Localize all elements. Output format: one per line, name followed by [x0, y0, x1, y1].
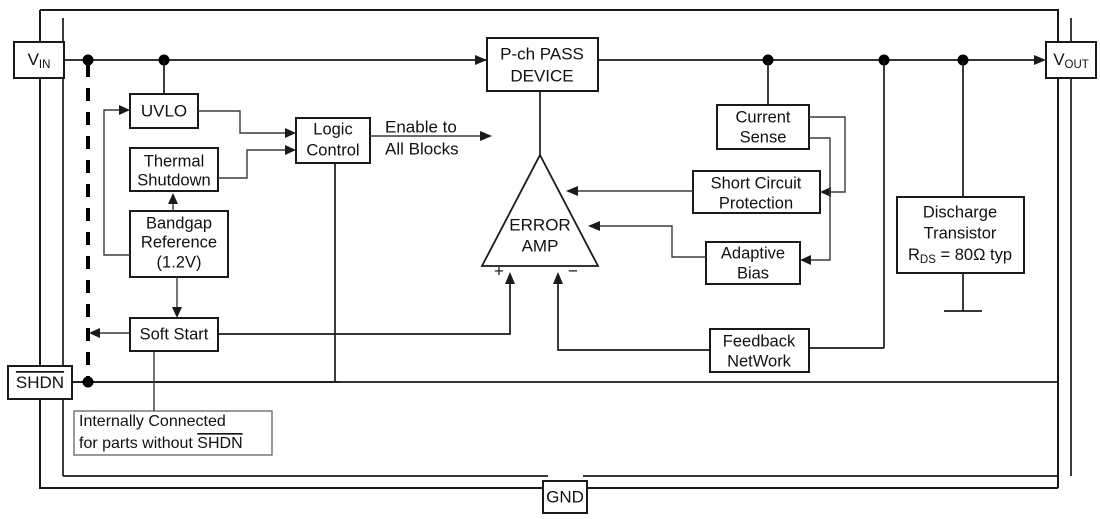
thermal-to-logic-arrowhead	[285, 145, 296, 155]
note-line-1: Internally Connected	[79, 413, 226, 430]
adaptive-to-erroramp-arrowhead	[588, 221, 600, 231]
block-label-current-2: Sense	[740, 128, 787, 146]
node-dot-shdn	[82, 376, 94, 388]
block-label-adaptive-1: Adaptive	[721, 244, 785, 262]
block-label-feedback-1: Feedback	[723, 332, 796, 350]
block-logic-control[interactable]	[295, 117, 371, 164]
erroramp-minus-arrowhead	[553, 272, 563, 284]
pin-label-gnd: GND	[546, 487, 584, 506]
enable-label-1: Enable to	[385, 117, 457, 136]
block-label-adaptive-2: Bias	[737, 264, 769, 282]
block-label-erroramp-1: ERROR	[509, 215, 570, 234]
uvlo-to-logic-arrowhead	[285, 128, 296, 138]
block-label-soft-start: Soft Start	[140, 325, 209, 343]
block-label-feedback-2: NetWork	[727, 352, 792, 370]
pin-label-shdn: SHDN	[16, 373, 64, 392]
currentsense-to-adaptive-wire	[808, 137, 831, 261]
block-label-logic-2: Control	[306, 141, 359, 159]
block-label-pass-1: P-ch PASS	[500, 44, 584, 63]
block-pass-device[interactable]	[486, 37, 599, 92]
block-label-discharge-2: Transistor	[924, 224, 997, 242]
bandgap-to-thermal-arrowhead	[168, 193, 178, 204]
node-dot-vin	[82, 54, 94, 66]
softstart-to-erroramp-wire	[218, 280, 511, 335]
pin-label-vout: VOUT	[1053, 50, 1089, 71]
block-label-bandgap-3: (1.2V)	[157, 253, 202, 271]
block-label-erroramp-2: AMP	[522, 236, 559, 255]
shortcircuit-arrowhead	[820, 187, 831, 197]
enable-label-2: All Blocks	[385, 139, 459, 158]
erroramp-plus-arrowhead	[505, 272, 515, 284]
feedback-to-erroramp-wire	[557, 280, 710, 351]
block-bandgap-reference[interactable]	[129, 210, 229, 278]
block-label-thermal-1: Thermal	[144, 152, 205, 170]
block-label-discharge-1: Discharge	[923, 203, 997, 221]
block-error-amp[interactable]	[480, 153, 600, 267]
block-label-pass-2: DEVICE	[510, 66, 573, 85]
block-label-bandgap-2: Reference	[141, 233, 217, 251]
adaptive-to-erroramp-wire	[598, 225, 706, 258]
block-label-thermal-2: Shutdown	[137, 171, 210, 189]
enable-arrowhead	[480, 131, 492, 141]
block-label-discharge-3: RDS = 80Ω typ	[908, 246, 1012, 266]
erroramp-minus-sign: −	[568, 261, 578, 280]
adaptive-arrowhead	[800, 255, 811, 265]
block-label-bandgap-1: Bandgap	[146, 214, 212, 232]
block-thermal-shutdown[interactable]	[129, 147, 219, 192]
bandgap-to-softstart-arrowhead	[172, 307, 182, 318]
pin-box-shdn[interactable]	[7, 365, 73, 400]
block-label-uvlo: UVLO	[141, 101, 187, 120]
bandgap-to-uvlo-arrowhead	[119, 105, 130, 115]
uvlo-to-logic-wire	[198, 110, 288, 134]
chip-border-left-bottom	[39, 10, 1058, 489]
bandgap-to-uvlo-wire	[103, 109, 130, 256]
block-label-current-1: Current	[735, 108, 790, 126]
pin-box-vout[interactable]	[1045, 41, 1097, 79]
block-current-sense[interactable]	[716, 104, 810, 150]
note-leader-arrowhead	[89, 328, 100, 338]
note-line-2: for parts without SHDN	[79, 435, 243, 452]
pin-box-gnd[interactable]	[542, 480, 588, 514]
chip-border-top	[40, 9, 1059, 488]
block-discharge-transistor[interactable]	[896, 196, 1025, 274]
block-soft-start[interactable]	[129, 317, 219, 352]
block-feedback-network[interactable]	[709, 328, 810, 373]
block-label-logic-1: Logic	[313, 120, 352, 138]
currentsense-to-shortcircuit-wire	[809, 116, 846, 193]
vout-arrowhead	[1034, 55, 1046, 65]
pin-label-vin: VIN	[28, 50, 51, 71]
pin-box-vin[interactable]	[13, 41, 65, 79]
erroramp-plus-sign: +	[494, 261, 504, 280]
block-label-shortcircuit-1: Short Circuit	[711, 174, 802, 192]
block-short-circuit-protection[interactable]	[692, 170, 821, 214]
block-label-shortcircuit-2: Protection	[719, 194, 793, 212]
thermal-to-logic-wire	[218, 149, 288, 179]
note-box-internally-connected	[73, 410, 273, 456]
block-adaptive-bias[interactable]	[705, 241, 801, 285]
vin-to-pass-arrowhead	[475, 55, 487, 65]
shortcircuit-to-erroramp-arrowhead	[566, 186, 578, 196]
